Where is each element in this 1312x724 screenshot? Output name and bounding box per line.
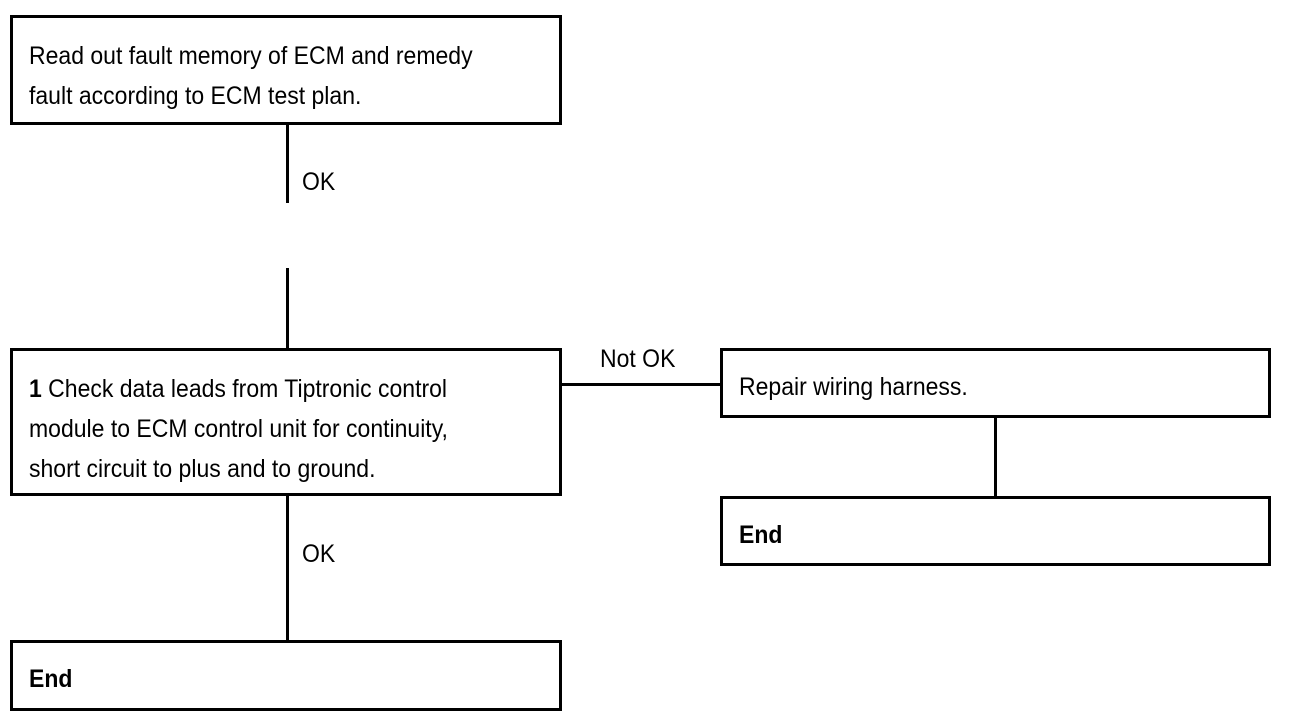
connector-line-top-lower <box>286 268 289 350</box>
box-end-right-text: End <box>739 521 783 549</box>
connector-line-top-upper <box>286 125 289 203</box>
connector-line-step1-end <box>286 496 289 642</box>
connector-label-ok-1: OK <box>302 168 336 196</box>
box-end-bottom-text: End <box>29 665 73 693</box>
box-read-fault-memory: Read out fault memory of ECM and remedy … <box>10 15 562 125</box>
step-description: Check data leads from Tiptronic control … <box>29 375 448 483</box>
box-step-1-text: 1 Check data leads from Tiptronic contro… <box>29 369 507 489</box>
box-repair-text: Repair wiring harness. <box>739 373 968 401</box>
box-step-1-check-data-leads: 1 Check data leads from Tiptronic contro… <box>10 348 562 496</box>
connector-line-not-ok <box>562 383 722 386</box>
connector-line-repair-end <box>994 418 997 498</box>
box-end-right: End <box>720 496 1271 566</box>
connector-label-ok-2: OK <box>302 540 336 568</box>
box-end-bottom: End <box>10 640 562 711</box>
box-read-fault-memory-text: Read out fault memory of ECM and remedy … <box>29 42 473 110</box>
step-number: 1 <box>29 375 42 403</box>
connector-label-not-ok: Not OK <box>600 345 676 373</box>
box-repair-wiring-harness: Repair wiring harness. <box>720 348 1271 418</box>
